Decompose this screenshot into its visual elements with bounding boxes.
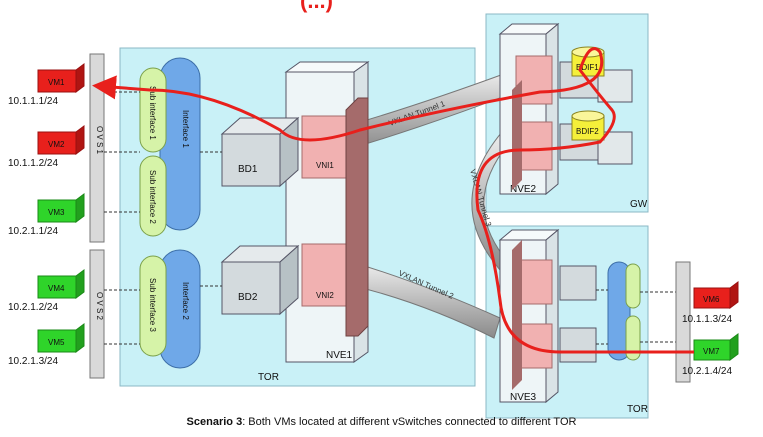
bd2-box	[221, 261, 281, 315]
vm7-label: VM7	[703, 347, 720, 356]
vm4-label: VM4	[48, 284, 65, 293]
vm4-ip: 10.2.1.2/24	[8, 302, 58, 313]
vm2-label: VM2	[48, 140, 65, 149]
bdif2-cylinder[interactable]: BDIF2	[571, 110, 605, 141]
vm1[interactable]: VM1	[37, 63, 85, 93]
ovs1-bar	[89, 53, 105, 243]
vm6-label: VM6	[703, 295, 720, 304]
vm5[interactable]: VM5	[37, 323, 85, 353]
bd1-box	[221, 133, 281, 187]
traffic-path	[92, 47, 694, 354]
vni2-label: VNI2	[316, 291, 334, 300]
sub-interface-2-label: Sub interface 2	[148, 170, 157, 224]
vni2-block	[301, 243, 347, 307]
tor-right-label: TOR	[627, 404, 648, 415]
heading-fragment: (...)	[300, 0, 333, 13]
sub-interface-2[interactable]	[139, 155, 167, 237]
bdif2-label: BDIF2	[576, 127, 599, 136]
sub-interface-3-label: Sub interface 3	[148, 278, 157, 332]
tor-left-label: TOR	[258, 372, 279, 383]
nve1-label: NVE1	[326, 350, 353, 361]
vm2[interactable]: VM2	[37, 125, 85, 155]
vm1-ip: 10.1.1.1/24	[8, 96, 58, 107]
nve3-label: NVE3	[510, 392, 537, 403]
caption-bold: Scenario 3	[186, 416, 243, 428]
caption-text: : Both VMs located at different vSwitche…	[242, 416, 577, 428]
vm5-label: VM5	[48, 338, 65, 347]
interface-1-label: Interface 1	[181, 110, 190, 148]
sub-interface-3[interactable]	[139, 255, 167, 357]
vm6-ip: 10.1.1.3/24	[682, 314, 732, 325]
vm6[interactable]: VM6	[693, 281, 739, 309]
bd1-label: BD1	[238, 164, 258, 175]
ovs1-label: O V S 1	[95, 126, 104, 155]
nve2-label: NVE2	[510, 184, 537, 195]
sub-interface-1-label: Sub interface 1	[148, 86, 157, 140]
vxlan-tunnel-2	[337, 259, 501, 339]
ovs2-bar	[89, 249, 105, 379]
vm5-ip: 10.2.1.3/24	[8, 356, 58, 367]
ovs2-label: O V S 2	[95, 292, 104, 321]
scenario-caption: Scenario 3: Both VMs located at differen…	[0, 416, 763, 428]
interface-2-label: Interface 2	[181, 282, 190, 320]
vm3-ip: 10.2.1.1/24	[8, 226, 58, 237]
vm3[interactable]: VM3	[37, 193, 85, 223]
vni-dark-bar	[345, 97, 369, 337]
vm7[interactable]: VM7	[693, 333, 739, 361]
vni1-label: VNI1	[316, 161, 334, 170]
vm4[interactable]: VM4	[37, 269, 85, 299]
right-interface[interactable]	[607, 261, 631, 361]
gw-label: GW	[630, 199, 648, 210]
vm2-ip: 10.1.1.2/24	[8, 158, 58, 169]
vm3-label: VM3	[48, 208, 65, 217]
vm7-ip: 10.2.1.4/24	[682, 366, 732, 377]
vm1-label: VM1	[48, 78, 65, 87]
bdif1-label: BDIF1	[576, 63, 599, 72]
bd2-label: BD2	[238, 292, 258, 303]
